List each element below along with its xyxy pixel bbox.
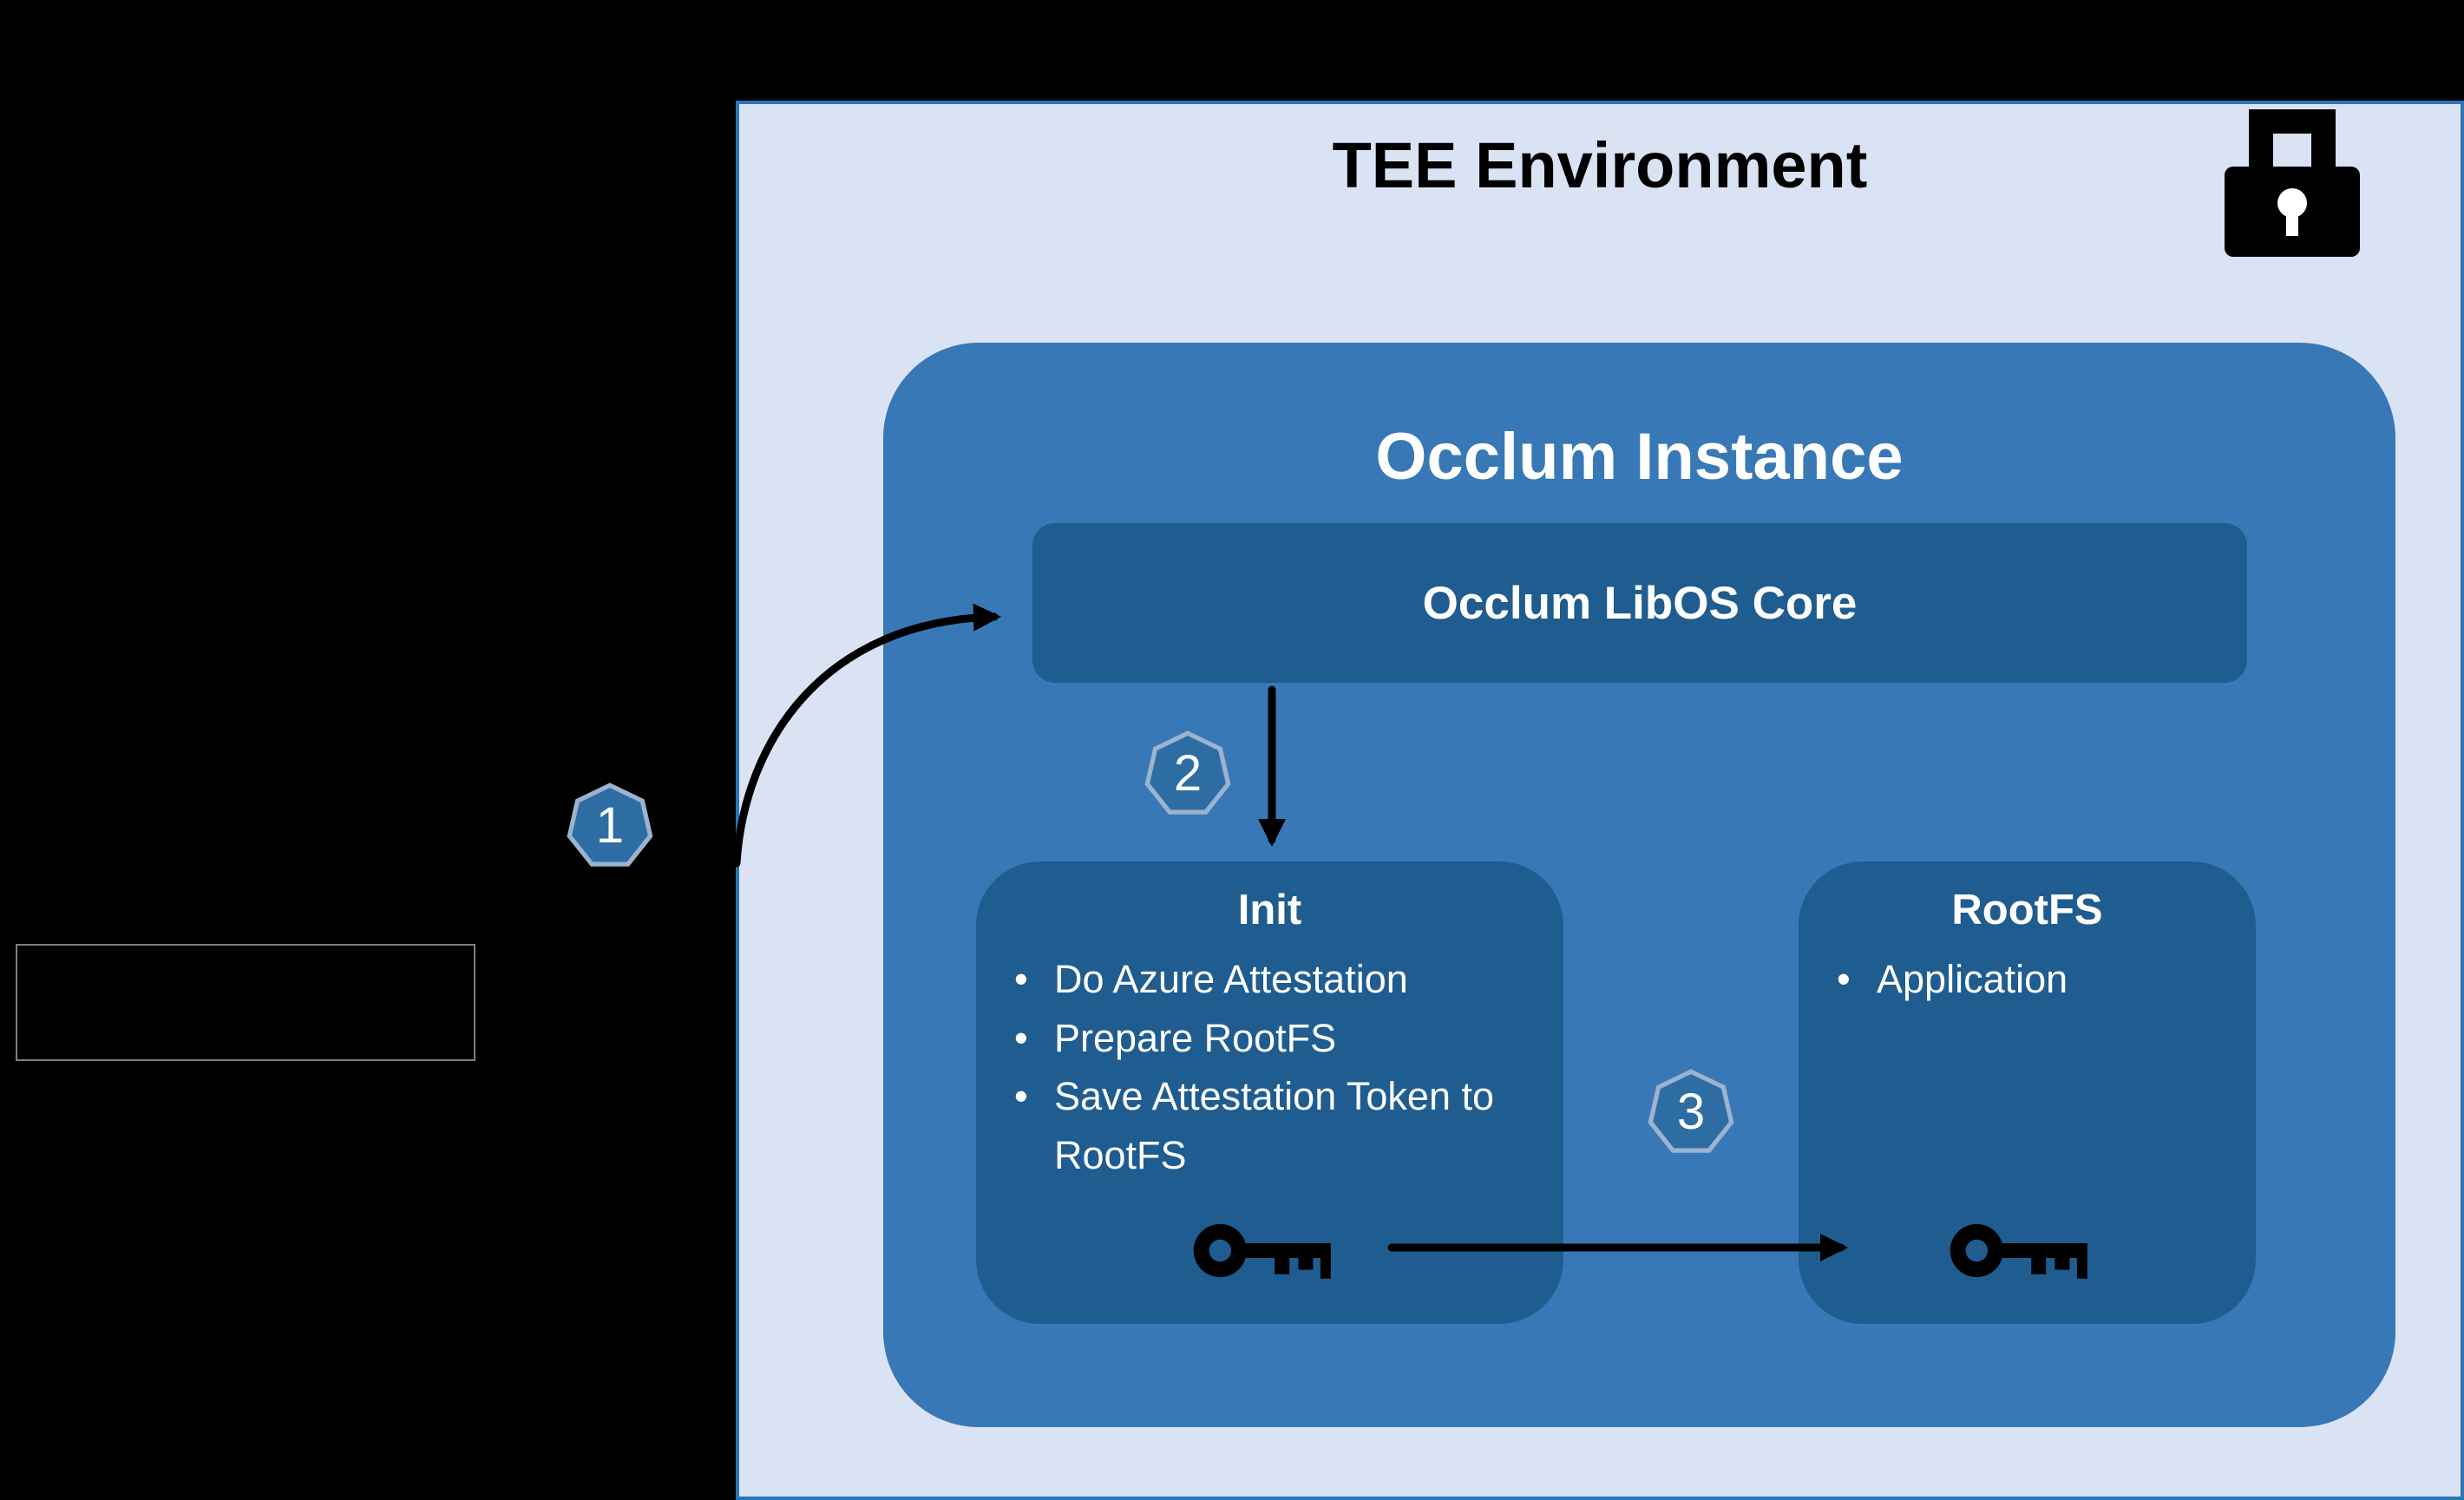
occlum-instance-box: Occlum Instance Occlum LibOS Core Init D… (883, 343, 2395, 1427)
step-badge-1-label: 1 (595, 796, 625, 854)
rootfs-panel: RootFS Application (1799, 861, 2256, 1324)
lock-icon (2214, 87, 2370, 260)
list-item: Application (1837, 950, 2238, 1009)
occlum-libos-core-box: Occlum LibOS Core (1032, 523, 2247, 683)
list-item: Save Attestation Token to RootFS (1014, 1067, 1546, 1184)
init-panel-title: Init (1237, 887, 1302, 933)
step-badge-2-label: 2 (1173, 744, 1203, 802)
key-icon (1949, 1218, 2096, 1283)
tee-environment-box: TEE Environment Occlum Instance Occlum L… (736, 101, 2464, 1500)
rootfs-bullet-list: Application (1799, 950, 2256, 1009)
rootfs-panel-title: RootFS (1951, 887, 2103, 933)
step-badge-1: 1 (565, 782, 655, 872)
step-badge-3-label: 3 (1676, 1083, 1706, 1140)
left-label-box (16, 944, 475, 1061)
tee-environment-title: TEE Environment (1332, 129, 1868, 201)
list-item: Prepare RootFS (1014, 1009, 1546, 1068)
occlum-libos-core-label: Occlum LibOS Core (1422, 577, 1858, 629)
init-bullet-list: Do Azure Attestation Prepare RootFS Save… (976, 950, 1563, 1184)
step-badge-3: 3 (1646, 1068, 1736, 1158)
list-item: Do Azure Attestation (1014, 950, 1546, 1009)
key-icon (1192, 1218, 1340, 1283)
occlum-instance-title: Occlum Instance (1375, 420, 1904, 494)
init-panel: Init Do Azure Attestation Prepare RootFS… (976, 861, 1563, 1324)
step-badge-2: 2 (1143, 730, 1233, 820)
